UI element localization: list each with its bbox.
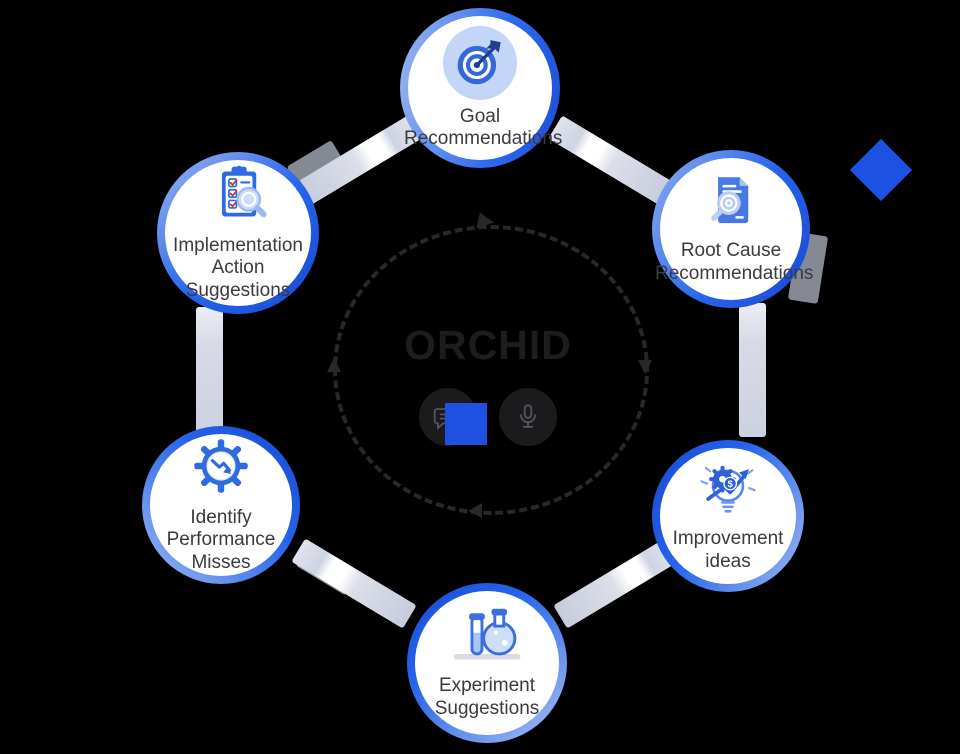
pointer-tail bbox=[849, 138, 913, 202]
node-experiment-suggestions: Experiment Suggestions bbox=[407, 583, 567, 743]
node-label: Implementation Action Suggestions bbox=[173, 235, 303, 301]
center-cycle-ring bbox=[333, 225, 649, 515]
center-wordmark: ORCHID bbox=[404, 322, 572, 368]
connector-band-left bbox=[196, 307, 223, 433]
document-magnifier-icon bbox=[703, 173, 759, 234]
assistant-badges bbox=[400, 388, 576, 446]
checklist-magnifier-icon bbox=[208, 164, 268, 229]
node-goal-recommendations: Goal Recommendations bbox=[400, 8, 913, 202]
connector-band-right bbox=[739, 303, 766, 437]
node-label: Goal Recommendations bbox=[404, 105, 563, 149]
flasks-icon bbox=[451, 606, 523, 669]
node-improvement-ideas: $ Improvement ideas bbox=[652, 440, 804, 592]
voice-badge bbox=[499, 388, 557, 446]
cycle-arrow-icon bbox=[638, 360, 652, 374]
pointer-tail bbox=[445, 403, 487, 445]
node-label: Identify Performance Misses bbox=[166, 507, 276, 573]
node-label: Improvement ideas bbox=[672, 528, 784, 572]
node-implementation-action-suggestions: Implementation Action Suggestions bbox=[157, 152, 487, 445]
target-icon bbox=[443, 25, 517, 100]
node-label: Root Cause Recommendations bbox=[655, 240, 814, 284]
cycle-arrow-icon bbox=[476, 212, 496, 232]
node-root-cause-recommendations: Root Cause Recommendations bbox=[652, 150, 814, 308]
cycle-arrow-icon bbox=[327, 358, 341, 372]
connector-band-bottom-left bbox=[291, 538, 417, 629]
gear-decline-icon bbox=[191, 436, 251, 501]
node-identify-performance-misses: Identify Performance Misses bbox=[142, 426, 300, 584]
svg-text:$: $ bbox=[728, 479, 734, 490]
microphone-icon bbox=[520, 404, 536, 428]
idea-growth-icon: $ bbox=[697, 459, 759, 522]
cycle-arrow-icon bbox=[468, 503, 482, 518]
node-label: Experiment Suggestions bbox=[434, 675, 540, 719]
